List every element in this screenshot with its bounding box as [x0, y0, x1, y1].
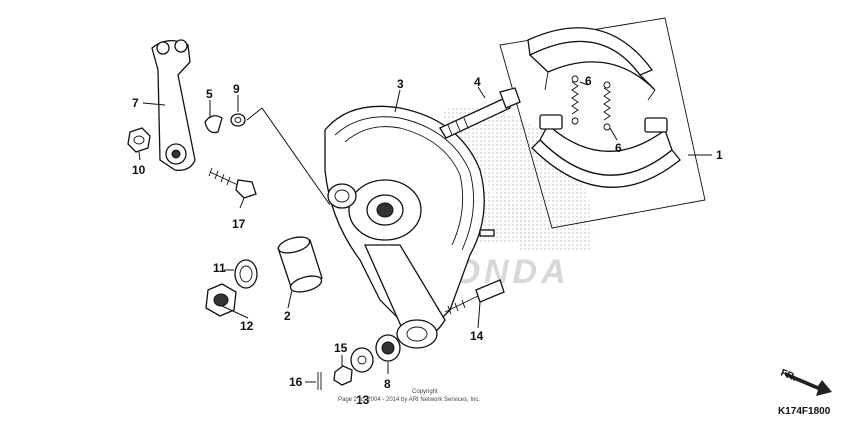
- washer-13: [350, 347, 374, 373]
- brake-arm: [151, 39, 196, 171]
- callout-labels: 1 2 3 4 5 6 6 7 8 9 10 11 12 13 14 15 16…: [132, 74, 723, 407]
- callout-9: 9: [233, 82, 240, 96]
- callout-1: 1: [716, 148, 723, 162]
- callout-10: 10: [132, 163, 146, 177]
- direction-label: FR.: [779, 368, 798, 384]
- ring-11: [234, 259, 258, 289]
- washer-9: [230, 113, 246, 127]
- nut-10: [127, 127, 151, 153]
- callout-11: 11: [213, 261, 226, 275]
- callout-4: 4: [474, 75, 481, 89]
- callout-16: 16: [289, 375, 303, 389]
- leader-lines: [138, 81, 712, 383]
- front-direction-arrow: FR.: [779, 368, 832, 396]
- callout-15: 15: [334, 341, 348, 355]
- callout-5: 5: [206, 87, 213, 101]
- bolt-14: [444, 279, 505, 315]
- brake-shoe-group: [499, 17, 706, 229]
- clip-5: [204, 115, 223, 134]
- brake-cam: [439, 87, 521, 139]
- nut-15: [333, 365, 353, 386]
- spring-right: [603, 81, 611, 131]
- copyright-line-2: Page 2 (c) 2004 - 2014 by ARI Network Se…: [338, 397, 480, 403]
- callout-3: 3: [397, 77, 404, 91]
- bolt-17: [208, 167, 257, 199]
- seal-8: [375, 334, 401, 362]
- collar-2: [277, 236, 323, 293]
- callout-13: 13: [356, 393, 370, 407]
- spring-left: [571, 75, 579, 125]
- callout-7: 7: [132, 96, 139, 110]
- copyright-line-1: Copyright: [412, 389, 438, 395]
- callout-6-lower: 6: [615, 141, 622, 155]
- callout-17: 17: [232, 217, 246, 231]
- diagram-code: K174F1800: [778, 406, 831, 417]
- nut-12: [205, 283, 237, 317]
- brake-panel: [324, 105, 495, 349]
- callout-12: 12: [240, 319, 254, 333]
- callout-8: 8: [384, 377, 391, 391]
- callout-6-upper: 6: [585, 74, 592, 88]
- callout-14: 14: [470, 329, 484, 343]
- pin-16: [317, 372, 322, 390]
- callout-2: 2: [284, 309, 291, 323]
